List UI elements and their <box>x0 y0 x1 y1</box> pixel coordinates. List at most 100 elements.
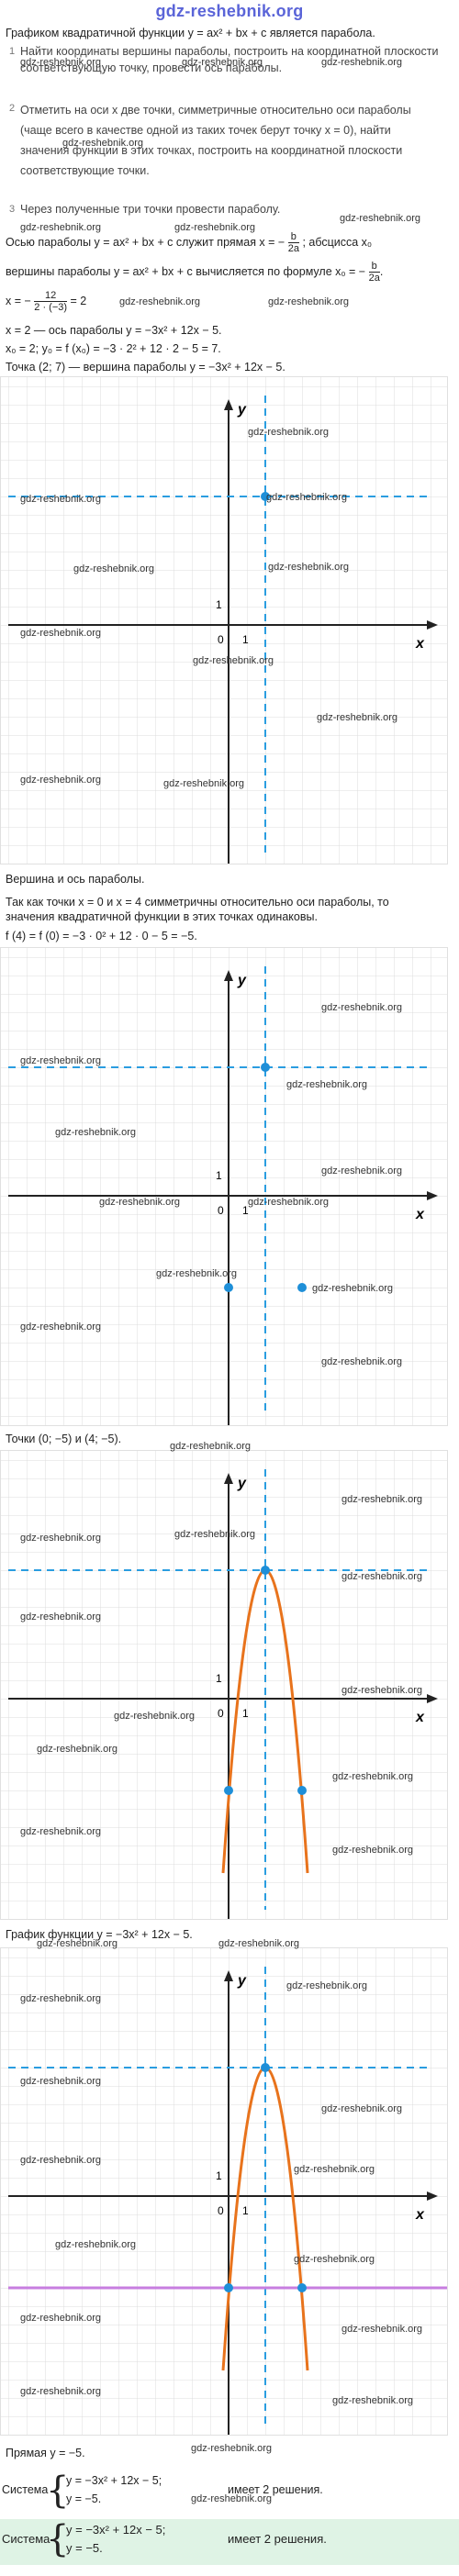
svg-text:0: 0 <box>218 633 224 646</box>
watermark: gdz-reshebnik.org <box>37 1938 118 1949</box>
watermark: gdz-reshebnik.org <box>20 1826 102 1837</box>
watermark: gdz-reshebnik.org <box>321 1002 403 1013</box>
watermark: gdz-reshebnik.org <box>321 1356 403 1367</box>
graph-parabola-panel: x y 1 1 0 <box>0 1450 448 1920</box>
watermark: gdz-reshebnik.org <box>73 563 155 574</box>
watermark: gdz-reshebnik.org <box>55 1127 137 1138</box>
svg-text:1: 1 <box>216 598 222 611</box>
intersection-1 <box>224 2283 233 2292</box>
watermark: gdz-reshebnik.org <box>55 2239 137 2250</box>
watermark: gdz-reshebnik.org <box>266 492 348 503</box>
y0-line: x₀ = 2; y₀ = f (x₀) = −3 · 2² + 12 · 2 −… <box>6 342 221 355</box>
step-number-1: 1 <box>9 46 16 57</box>
svg-text:x: x <box>415 1710 425 1725</box>
watermark: gdz-reshebnik.org <box>20 222 102 233</box>
svg-text:1: 1 <box>216 2169 222 2182</box>
svg-text:0: 0 <box>218 1204 224 1217</box>
watermark: gdz-reshebnik.org <box>321 57 403 68</box>
watermark: gdz-reshebnik.org <box>20 1321 102 1333</box>
vertex-formula: вершины параболы y = ax² + bx + c вычисл… <box>6 261 384 284</box>
watermark: gdz-reshebnik.org <box>294 2254 375 2265</box>
watermark: gdz-reshebnik.org <box>114 1711 196 1722</box>
svg-text:1: 1 <box>242 1707 249 1720</box>
point-x0 <box>224 1283 233 1292</box>
watermark: gdz-reshebnik.org <box>20 1993 102 2004</box>
svg-text:0: 0 <box>218 2204 224 2217</box>
graph-line: x y 1 1 0 <box>1 1948 447 2435</box>
svg-text:y: y <box>237 973 247 988</box>
watermark: gdz-reshebnik.org <box>248 1197 330 1208</box>
svg-text:y: y <box>237 402 247 418</box>
watermark: gdz-reshebnik.org <box>191 2443 273 2454</box>
watermark: gdz-reshebnik.org <box>99 1197 181 1208</box>
watermark: gdz-reshebnik.org <box>174 1529 256 1540</box>
intersection-2 <box>297 2283 307 2292</box>
site-logo[interactable]: gdz-reshebnik.org <box>155 2 304 20</box>
graph-points: x y 1 1 0 <box>1 948 447 1425</box>
watermark: gdz-reshebnik.org <box>341 1685 423 1696</box>
axis-formula: Осью параболы y = ax² + bx + c служит пр… <box>6 231 373 254</box>
symmetric-text-2: значения квадратичной функции в этих точ… <box>6 910 318 923</box>
watermark: gdz-reshebnik.org <box>341 1494 423 1505</box>
svg-text:x: x <box>415 2207 425 2223</box>
watermark: gdz-reshebnik.org <box>182 57 263 68</box>
vertex-point <box>261 492 270 501</box>
watermark: gdz-reshebnik.org <box>20 2313 102 2324</box>
calc-formula: x = − 12 2 · (−3) = 2 <box>6 290 87 313</box>
watermark: gdz-reshebnik.org <box>191 2493 273 2504</box>
watermark: gdz-reshebnik.org <box>268 562 350 573</box>
watermark: gdz-reshebnik.org <box>20 1055 102 1066</box>
watermark: gdz-reshebnik.org <box>20 2155 102 2166</box>
watermark: gdz-reshebnik.org <box>20 2076 102 2087</box>
f-values: f (4) = f (0) = −3 · 0² + 12 · 0 − 5 = −… <box>6 930 197 942</box>
watermark: gdz-reshebnik.org <box>20 775 102 786</box>
watermark: gdz-reshebnik.org <box>268 296 350 307</box>
watermark: gdz-reshebnik.org <box>341 2324 423 2335</box>
point-x4 <box>297 1283 307 1292</box>
watermark: gdz-reshebnik.org <box>248 427 330 438</box>
watermark: gdz-reshebnik.org <box>20 1533 102 1544</box>
step-text-1: Найти координаты вершины параболы, постр… <box>20 45 439 74</box>
svg-text:1: 1 <box>242 2204 249 2217</box>
watermark: gdz-reshebnik.org <box>163 778 245 789</box>
vertex-caption: Точка (2; 7) — вершина параболы y = −3x²… <box>6 361 285 374</box>
watermark: gdz-reshebnik.org <box>20 1611 102 1623</box>
watermark: gdz-reshebnik.org <box>20 628 102 639</box>
axis-result: x = 2 — ось параболы y = −3x² + 12x − 5. <box>6 324 222 337</box>
graph-vertex-panel: x y 1 1 0 <box>0 376 448 864</box>
watermark: gdz-reshebnik.org <box>20 2386 102 2397</box>
vertex-point <box>261 1063 270 1072</box>
watermark: gdz-reshebnik.org <box>156 1268 238 1279</box>
svg-text:0: 0 <box>218 1707 224 1720</box>
watermark: gdz-reshebnik.org <box>193 655 274 666</box>
step-text-3: Через полученные три точки провести пара… <box>20 203 281 216</box>
watermark: gdz-reshebnik.org <box>286 1980 368 1991</box>
watermark: gdz-reshebnik.org <box>20 57 102 68</box>
step-number-2: 2 <box>9 103 16 114</box>
watermark: gdz-reshebnik.org <box>170 1441 252 1452</box>
watermark: gdz-reshebnik.org <box>174 222 256 233</box>
graph-line-panel: x y 1 1 0 <box>0 1947 448 2436</box>
svg-text:x: x <box>415 636 425 652</box>
watermark: gdz-reshebnik.org <box>321 1165 403 1176</box>
watermark: gdz-reshebnik.org <box>119 296 201 307</box>
svg-text:1: 1 <box>216 1672 222 1685</box>
svg-text:1: 1 <box>216 1169 222 1182</box>
watermark: gdz-reshebnik.org <box>286 1079 368 1090</box>
caption-line: Прямая y = −5. <box>6 2447 85 2459</box>
svg-text:x: x <box>415 1207 425 1222</box>
caption-vertex-axis: Вершина и ось параболы. <box>6 873 145 886</box>
intro-text: Графиком квадратичной функции y = ax² + … <box>6 27 375 39</box>
watermark: gdz-reshebnik.org <box>332 2395 414 2406</box>
watermark: gdz-reshebnik.org <box>37 1744 118 1755</box>
svg-text:y: y <box>237 1476 247 1491</box>
axis-frac-den: 2a <box>287 243 299 254</box>
watermark: gdz-reshebnik.org <box>218 1938 300 1949</box>
watermark: gdz-reshebnik.org <box>340 213 421 224</box>
caption-graph: График функции y = −3x² + 12x − 5. <box>6 1928 193 1941</box>
watermark: gdz-reshebnik.org <box>341 1571 423 1582</box>
watermark: gdz-reshebnik.org <box>20 494 102 505</box>
watermark: gdz-reshebnik.org <box>312 1283 394 1294</box>
graph-points-panel: x y 1 1 0 <box>0 947 448 1426</box>
svg-text:1: 1 <box>242 633 249 646</box>
